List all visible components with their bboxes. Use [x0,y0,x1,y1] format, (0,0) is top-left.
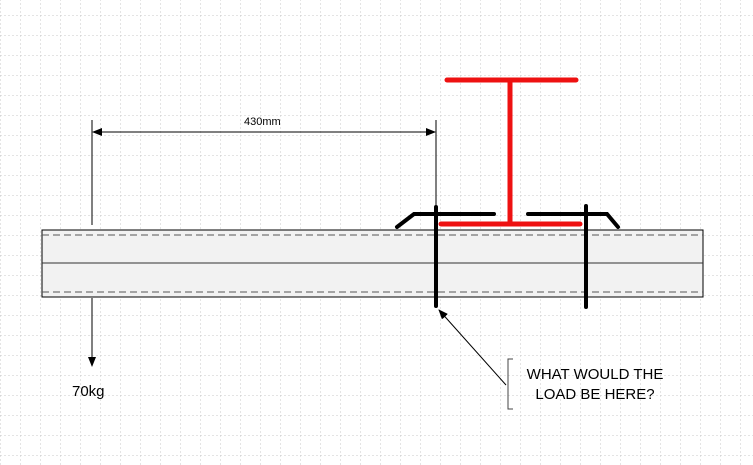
beam[interactable] [41,229,704,298]
callout-line-2: LOAD BE HERE? [535,386,655,403]
callout-text: WHAT WOULD THE LOAD BE HERE? [512,365,678,405]
callout-line-1: WHAT WOULD THE [526,366,664,383]
t-bar[interactable] [438,77,583,227]
bracket-right[interactable] [526,204,620,309]
load-label: 70kg [72,383,105,400]
dimension-label: 430mm [244,116,281,128]
dimension-line [91,120,437,225]
bracket-left[interactable] [395,205,496,308]
callout-pointer [438,309,513,410]
